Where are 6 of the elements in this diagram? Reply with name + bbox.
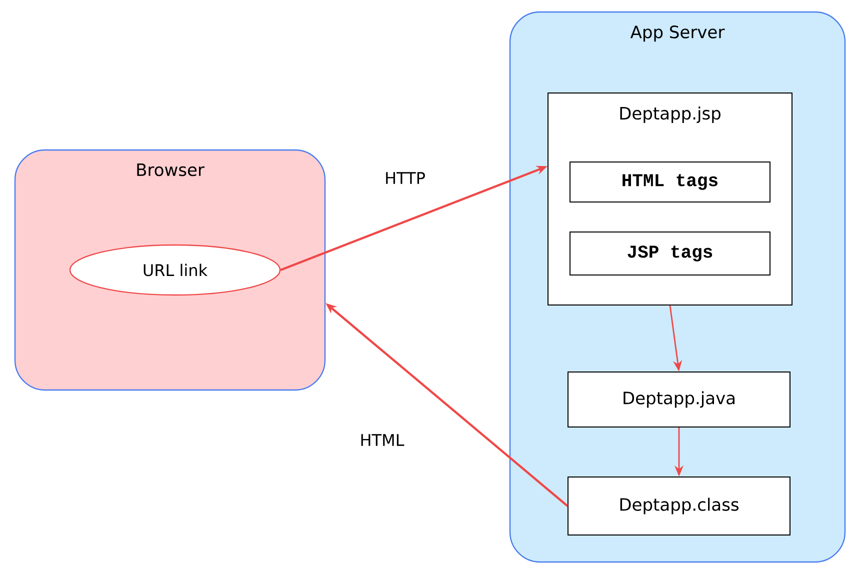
file-box: Deptapp.java (568, 372, 790, 428)
tag-box: JSP tags (570, 232, 770, 276)
file-box: Deptapp.class (568, 476, 790, 536)
edge-label: HTML (358, 433, 406, 447)
tag-box: HTML tags (570, 162, 770, 202)
edge-label: HTTP (384, 171, 426, 185)
